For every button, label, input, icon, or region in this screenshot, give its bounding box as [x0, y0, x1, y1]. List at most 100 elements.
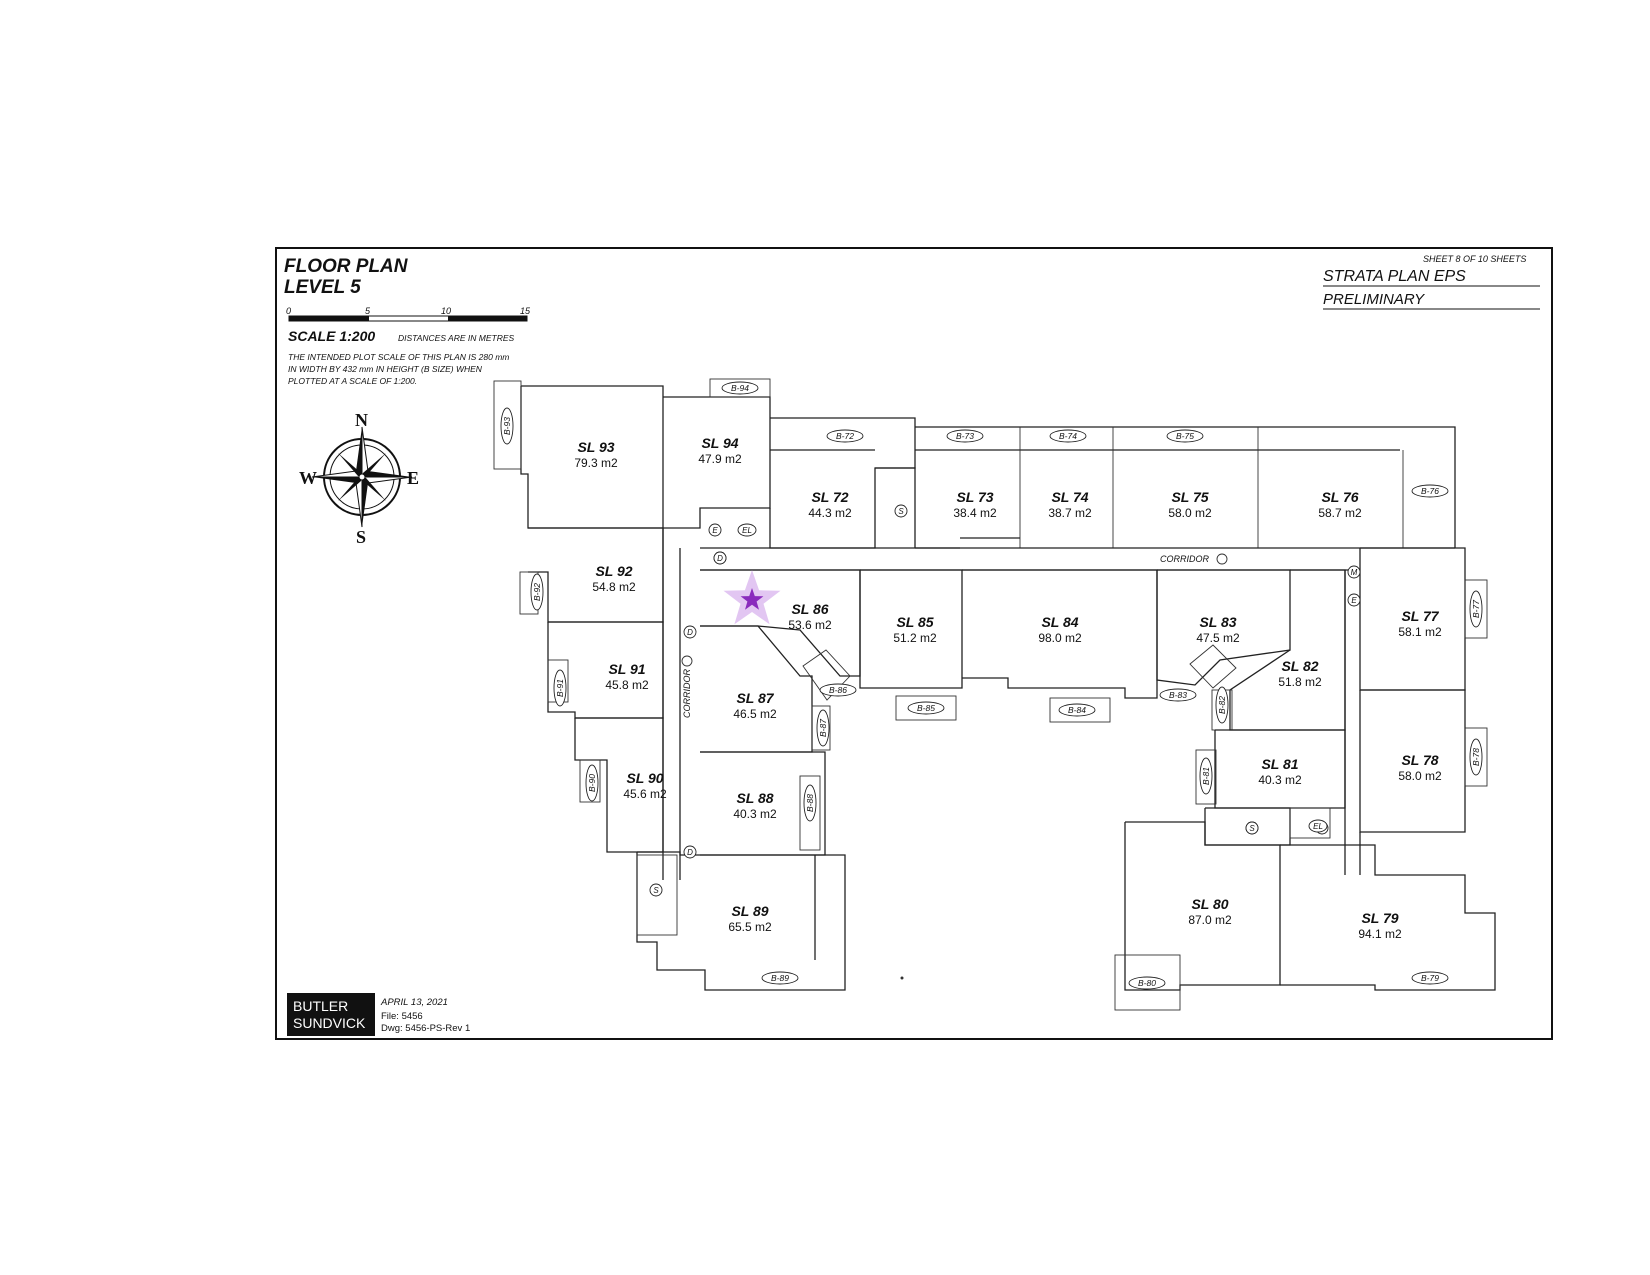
compass-s: S [356, 527, 366, 547]
unit-area-sl-84: 98.0 m2 [1038, 631, 1082, 645]
logo-line1: BUTLER [293, 998, 348, 1014]
unit-area-sl-83: 47.5 m2 [1196, 631, 1240, 645]
service-symbol-d-5: D [683, 845, 697, 859]
svg-text:D: D [687, 628, 693, 637]
unit-name-sl-83: SL 83 [1199, 614, 1236, 630]
svg-text:B-74: B-74 [1059, 431, 1077, 441]
unit-name-sl-92: SL 92 [595, 563, 632, 579]
unit-area-sl-88: 40.3 m2 [733, 807, 777, 821]
unit-name-sl-87: SL 87 [736, 690, 774, 706]
scale-distances-note: DISTANCES ARE IN METRES [398, 333, 515, 343]
unit-name-sl-77: SL 77 [1401, 608, 1439, 624]
svg-text:S: S [653, 886, 659, 895]
plan-title-line2: LEVEL 5 [284, 277, 361, 298]
service-symbol-s-13: S [1245, 821, 1259, 835]
strata-plan-label: STRATA PLAN EPS [1323, 268, 1466, 285]
balcony-tag-b-80: B-80 [1128, 976, 1166, 990]
unit-area-sl-90: 45.6 m2 [623, 787, 667, 801]
plot-note-line1: THE INTENDED PLOT SCALE OF THIS PLAN IS … [288, 352, 509, 362]
svg-text:B-77: B-77 [1471, 600, 1481, 618]
unit-area-sl-93: 79.3 m2 [574, 456, 618, 470]
unit-area-sl-86: 53.6 m2 [788, 618, 832, 632]
svg-text:B-82: B-82 [1217, 696, 1227, 714]
unit-name-sl-85: SL 85 [896, 614, 933, 630]
compass-e: E [407, 468, 419, 488]
unit-area-sl-73: 38.4 m2 [953, 506, 997, 520]
svg-text:B-92: B-92 [532, 583, 542, 601]
svg-text:D: D [687, 848, 693, 857]
balcony-tag-b-94: B-94 [721, 381, 759, 395]
unit-name-sl-81: SL 81 [1261, 756, 1298, 772]
plan-title-line1: FLOOR PLAN [284, 256, 409, 277]
plan-dot [900, 976, 904, 980]
footer-dwg: Dwg: 5456-PS-Rev 1 [381, 1023, 470, 1034]
svg-text:B-88: B-88 [805, 794, 815, 812]
svg-text:B-79: B-79 [1421, 973, 1439, 983]
balcony-tag-b-75: B-75 [1166, 429, 1204, 443]
scale-label: SCALE 1:200 [288, 328, 375, 344]
svg-text:B-91: B-91 [555, 679, 565, 697]
svg-text:B-86: B-86 [829, 685, 847, 695]
svg-text:S: S [1249, 824, 1255, 833]
balcony-tag-b-82: B-82 [1215, 686, 1229, 724]
logo-line2: SUNDVICK [293, 1015, 366, 1031]
balcony-tag-b-86: B-86 [819, 683, 857, 697]
balcony-tag-b-77: B-77 [1469, 590, 1483, 628]
svg-text:B-84: B-84 [1068, 705, 1086, 715]
svg-text:S: S [898, 507, 904, 516]
scale-bar: 0 5 10 15 [286, 306, 531, 322]
unit-area-sl-74: 38.7 m2 [1048, 506, 1092, 520]
balcony-tag-b-78: B-78 [1469, 738, 1483, 776]
highlight-star-marker [723, 570, 781, 625]
unit-name-sl-93: SL 93 [577, 439, 614, 455]
service-symbol-d-4: D [683, 625, 697, 639]
unit-name-sl-88: SL 88 [736, 790, 773, 806]
preliminary-label: PRELIMINARY [1323, 291, 1425, 308]
plot-note-line3: PLOTTED AT A SCALE OF 1:200. [288, 376, 417, 386]
svg-text:B-87: B-87 [818, 719, 828, 737]
balcony-tag-b-72: B-72 [826, 429, 864, 443]
svg-text:M: M [1351, 568, 1358, 577]
svg-text:B-85: B-85 [917, 703, 935, 713]
floor-plan-walls [493, 378, 1496, 1011]
unit-area-sl-80: 87.0 m2 [1188, 913, 1232, 927]
svg-text:B-72: B-72 [836, 431, 854, 441]
unit-name-sl-79: SL 79 [1361, 910, 1398, 926]
svg-text:B-89: B-89 [771, 973, 789, 983]
svg-text:EL: EL [742, 526, 752, 535]
unit-area-sl-94: 47.9 m2 [698, 452, 742, 466]
compass-rose: N S E W [299, 410, 419, 547]
service-symbol-s-12: S [649, 883, 663, 897]
corridor-c-symbol-left [681, 655, 693, 667]
unit-name-sl-91: SL 91 [608, 661, 645, 677]
unit-area-sl-72: 44.3 m2 [808, 506, 852, 520]
plot-note-line2: IN WIDTH BY 432 mm IN HEIGHT (B SIZE) WH… [288, 364, 483, 374]
unit-area-sl-81: 40.3 m2 [1258, 773, 1302, 787]
svg-text:B-80: B-80 [1138, 978, 1156, 988]
unit-area-sl-82: 51.8 m2 [1278, 675, 1322, 689]
svg-text:B-73: B-73 [956, 431, 974, 441]
compass-w: W [299, 468, 317, 488]
corridor-label-left: CORRIDOR [682, 669, 692, 718]
unit-area-sl-87: 46.5 m2 [733, 707, 777, 721]
service-symbol-s-0: S [894, 504, 908, 518]
unit-area-sl-92: 54.8 m2 [592, 580, 636, 594]
svg-text:E: E [712, 526, 718, 535]
svg-text:B-75: B-75 [1176, 431, 1194, 441]
unit-area-sl-77: 58.1 m2 [1398, 625, 1442, 639]
unit-area-sl-76: 58.7 m2 [1318, 506, 1362, 520]
unit-name-sl-75: SL 75 [1171, 489, 1208, 505]
balcony-tag-b-84: B-84 [1058, 703, 1096, 717]
service-symbol-e-8: E [1347, 593, 1361, 607]
service-symbols: SEELDDDDMESELDSS [649, 504, 1361, 897]
svg-text:D: D [717, 554, 723, 563]
balcony-tags: B-94B-93B-72 B-73 B-74 B-75B-76B-92B-91B-90… [500, 381, 1483, 990]
scale-tick-10: 10 [441, 306, 451, 316]
svg-text:EL: EL [1313, 822, 1323, 831]
balcony-tag-b-76: B-76 [1411, 484, 1449, 498]
balcony-tag-b-90: B-90 [585, 764, 599, 802]
service-symbol-m-7: M [1347, 565, 1361, 579]
balcony-tag-b-83: B-83 [1159, 688, 1197, 702]
balcony-tag-b-93: B-93 [500, 407, 514, 445]
